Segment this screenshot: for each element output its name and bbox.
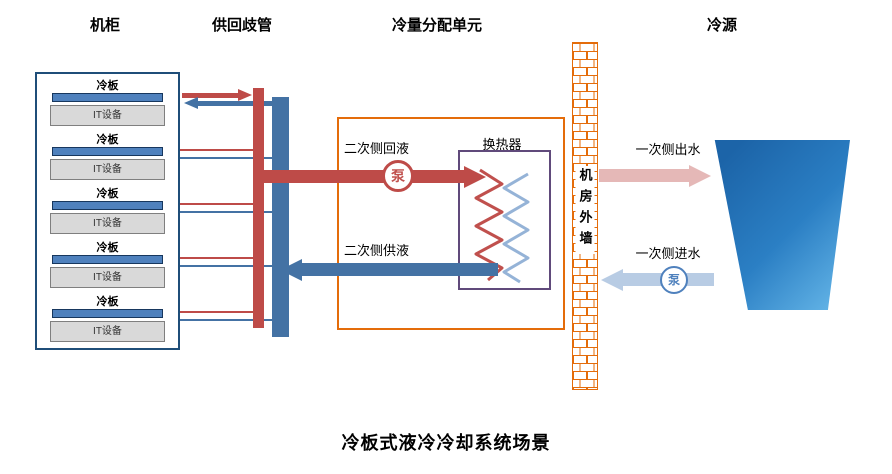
primary-out-label: 一次侧出水 (635, 142, 701, 157)
return-line (180, 257, 255, 259)
cold-plate-bar (52, 201, 163, 210)
cold-plate-label: 冷板 (96, 80, 119, 92)
cabinet-unit: 冷板 IT设备 (50, 296, 165, 342)
cabinet-unit: 冷板 IT设备 (50, 80, 165, 126)
cold-plate-bar (52, 255, 163, 264)
left-arrowhead-icon (280, 259, 302, 281)
return-line-arrow-body (182, 93, 238, 98)
left-arrowhead-icon (601, 269, 623, 291)
return-line (180, 311, 255, 313)
primary-out-pipe (599, 169, 689, 182)
supply-manifold (272, 97, 289, 337)
cabinet-unit: 冷板 IT设备 (50, 242, 165, 288)
supply-line (180, 319, 272, 321)
supply-line (180, 211, 272, 213)
header-cold-source: 冷源 (706, 17, 738, 34)
supply-line (180, 265, 272, 267)
it-device-box: IT设备 (50, 213, 165, 234)
left-arrowhead-icon (184, 97, 198, 109)
right-arrowhead-icon (464, 166, 486, 188)
primary-in-label: 一次侧进水 (635, 246, 701, 261)
heat-exchanger-label: 换热器 (482, 137, 522, 152)
cold-source-tower (714, 140, 850, 310)
header-manifold: 供回歧管 (211, 17, 273, 34)
cold-plate-bar (52, 93, 163, 102)
supply-line (180, 157, 272, 159)
secondary-pump: 泵 (382, 160, 414, 192)
secondary-return-pipe (264, 170, 464, 183)
supply-line-arrow-body (198, 101, 274, 106)
it-device-box: IT设备 (50, 267, 165, 288)
right-arrowhead-icon (238, 89, 252, 101)
it-device-box: IT设备 (50, 105, 165, 126)
primary-pump: 泵 (660, 266, 688, 294)
return-line (180, 149, 255, 151)
cold-plate-label: 冷板 (96, 296, 119, 308)
cold-plate-bar (52, 147, 163, 156)
return-line (180, 203, 255, 205)
header-cdu: 冷量分配单元 (391, 17, 483, 34)
diagram-caption: 冷板式液冷冷却系统场景 (341, 433, 551, 453)
right-arrowhead-icon (689, 165, 711, 187)
cabinet-box: 冷板 IT设备 冷板 IT设备 冷板 IT设备 冷板 IT设备 冷板 IT设备 (35, 72, 180, 350)
cold-plate-bar (52, 309, 163, 318)
return-manifold (253, 88, 264, 328)
cold-plate-label: 冷板 (96, 134, 119, 146)
cabinet-unit: 冷板 IT设备 (50, 188, 165, 234)
secondary-supply-label: 二次侧供液 (344, 243, 410, 258)
secondary-return-label: 二次侧回液 (344, 141, 410, 156)
cold-plate-label: 冷板 (96, 242, 119, 254)
it-device-box: IT设备 (50, 321, 165, 342)
cold-plate-label: 冷板 (96, 188, 119, 200)
secondary-supply-pipe (302, 263, 498, 276)
header-cabinet: 机柜 (89, 17, 121, 34)
wall-label: 机房外墙 (575, 166, 595, 254)
cdu-box (337, 117, 565, 330)
it-device-box: IT设备 (50, 159, 165, 180)
cabinet-unit: 冷板 IT设备 (50, 134, 165, 180)
